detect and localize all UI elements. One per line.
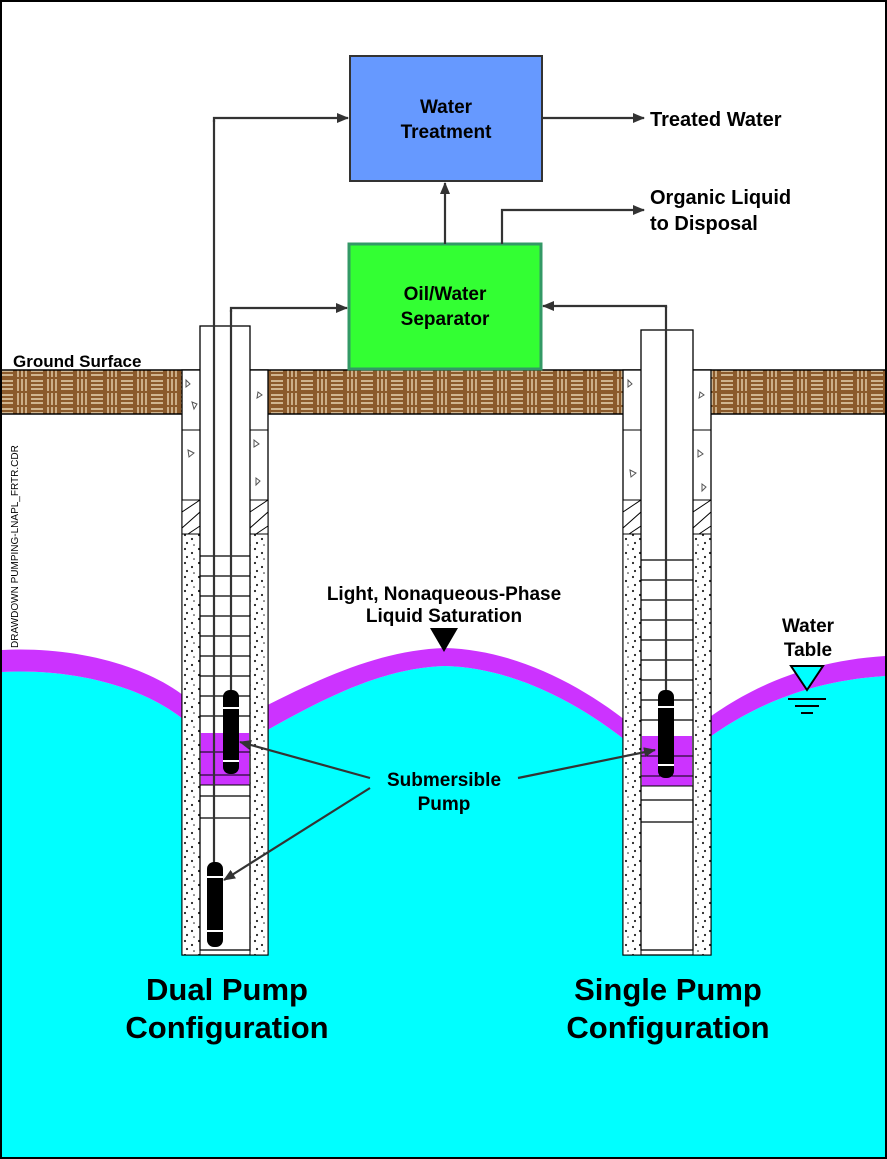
pump-leader-single — [517, 747, 656, 780]
organic-liquid-label-1: Organic Liquid — [650, 187, 791, 209]
pump-leader-upper — [239, 740, 371, 780]
oil-water-separator-box — [347, 242, 543, 371]
lnapl-label-1: Light, Nonaqueous-Phase — [327, 584, 561, 605]
upper-submersible-pump-icon — [223, 690, 239, 774]
submersible-pump-label-2: Pump — [418, 794, 471, 815]
groundwater — [2, 666, 885, 1157]
dual-pump-well — [181, 120, 269, 956]
organic-liquid-arrow — [500, 205, 645, 244]
side-file-label: DRAWDOWN PUMPING-LNAPL_FRTR.CDR — [10, 445, 21, 648]
lnapl-label-2: Liquid Saturation — [366, 606, 522, 627]
water-treatment-box — [349, 55, 543, 182]
water-table-icon — [788, 665, 826, 714]
single-submersible-pump-icon — [658, 690, 674, 778]
lower-submersible-pump-icon — [207, 862, 223, 947]
pump-leader-lower — [223, 787, 371, 881]
lnapl-pointer-icon — [430, 628, 458, 652]
water-treatment-label-1: Water — [420, 97, 473, 118]
organic-liquid-label-2: to Disposal — [650, 213, 758, 235]
water-treatment-label-2: Treatment — [401, 122, 492, 143]
single-pump-title-2: Configuration — [566, 1010, 769, 1045]
single-pump-to-separator-arrow — [542, 301, 668, 311]
separator-label-2: Separator — [401, 309, 490, 330]
single-pump-title-1: Single Pump — [574, 972, 762, 1007]
ground-surface-band — [2, 370, 885, 414]
submersible-pump-label-1: Submersible — [387, 770, 501, 791]
dual-pump-title-2: Configuration — [125, 1010, 328, 1045]
separator-label-1: Oil/Water — [404, 284, 487, 305]
water-table-label-1: Water — [782, 616, 835, 637]
dual-lower-pump-to-treatment-arrow — [212, 113, 349, 123]
ground-surface-label: Ground Surface — [13, 352, 141, 371]
dual-upper-pump-to-separator-arrow — [229, 303, 348, 313]
dual-pump-title-1: Dual Pump — [146, 972, 308, 1007]
single-pump-well — [622, 306, 712, 956]
water-table-label-2: Table — [784, 640, 832, 661]
treated-water-label: Treated Water — [650, 109, 782, 131]
